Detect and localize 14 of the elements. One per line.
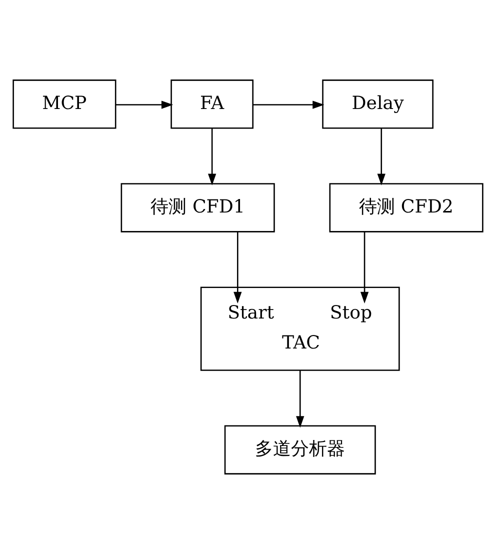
arrow <box>296 370 304 428</box>
node-box: FA <box>170 79 254 128</box>
node-box: MCP <box>12 79 116 128</box>
arrow <box>377 128 386 185</box>
arrow <box>360 231 369 304</box>
node-box: 待测 CFD2 <box>329 182 484 232</box>
node-box: 待测 CFD1 <box>120 182 275 232</box>
arrow <box>116 100 174 108</box>
node-box: Start Stop TAC <box>200 286 400 370</box>
arrow <box>208 128 216 185</box>
arrow <box>234 231 242 304</box>
node-box: Delay <box>322 79 434 128</box>
node-box: 多道分析器 <box>224 424 376 474</box>
arrow <box>253 100 324 108</box>
